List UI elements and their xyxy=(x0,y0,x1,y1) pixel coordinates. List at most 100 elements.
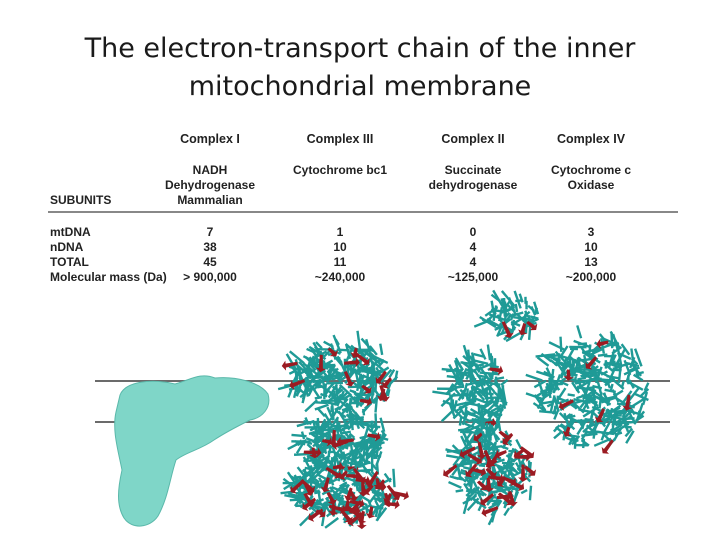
alpha-helix-mark xyxy=(559,354,580,363)
alpha-helix-mark xyxy=(625,430,635,444)
table-divider xyxy=(48,211,678,213)
alpha-helix-mark xyxy=(607,349,616,368)
alpha-helix-mark xyxy=(473,352,485,358)
alpha-helix-mark xyxy=(300,431,306,440)
alpha-helix-mark xyxy=(328,388,344,402)
beta-sheet-mark xyxy=(331,440,349,451)
beta-sheet-mark xyxy=(596,338,609,349)
alpha-helix-mark xyxy=(588,409,595,429)
alpha-helix-mark xyxy=(487,381,496,386)
alpha-helix-mark xyxy=(310,505,327,510)
alpha-helix-mark xyxy=(461,429,470,445)
alpha-helix-mark xyxy=(369,422,376,433)
title-line-1: The electron-transport chain of the inne… xyxy=(84,33,636,64)
alpha-helix-mark xyxy=(471,479,482,496)
alpha-helix-mark xyxy=(288,350,305,365)
alpha-helix-mark xyxy=(326,447,332,460)
beta-sheet-mark xyxy=(361,384,372,394)
alpha-helix-mark xyxy=(563,412,570,428)
alpha-helix-mark xyxy=(524,310,529,318)
beta-sheet-mark xyxy=(326,492,338,505)
alpha-helix-mark xyxy=(362,377,377,387)
alpha-helix-mark xyxy=(336,348,350,352)
beta-sheet-mark xyxy=(366,470,379,487)
alpha-helix-mark xyxy=(463,428,473,434)
beta-sheet-mark xyxy=(303,493,316,507)
alpha-helix-mark xyxy=(471,358,489,365)
alpha-helix-mark xyxy=(605,378,612,389)
alpha-helix-mark xyxy=(432,390,451,396)
beta-sheet-mark xyxy=(349,490,359,502)
alpha-helix-mark xyxy=(323,413,333,427)
alpha-helix-mark xyxy=(331,373,345,381)
alpha-helix-mark xyxy=(469,418,480,423)
alpha-helix-mark xyxy=(371,439,378,450)
alpha-helix-mark xyxy=(347,360,359,379)
beta-sheet-mark xyxy=(443,464,458,478)
alpha-helix-mark xyxy=(326,422,333,442)
alpha-helix-mark xyxy=(331,416,340,426)
alpha-helix-mark xyxy=(348,393,361,407)
alpha-helix-mark xyxy=(292,382,299,399)
alpha-helix-mark xyxy=(368,372,375,380)
alpha-helix-mark xyxy=(370,452,374,472)
alpha-helix-mark xyxy=(327,424,336,431)
beta-sheet-mark xyxy=(376,479,386,490)
alpha-helix-mark xyxy=(472,396,488,405)
alpha-helix-mark xyxy=(296,466,306,478)
alpha-helix-mark xyxy=(614,431,623,436)
alpha-helix-mark xyxy=(282,481,297,485)
alpha-helix-mark xyxy=(477,361,495,371)
alpha-helix-mark xyxy=(601,396,618,404)
alpha-helix-mark xyxy=(583,351,601,364)
alpha-helix-mark xyxy=(610,377,625,390)
table-cell: 45 xyxy=(203,255,217,269)
alpha-helix-mark xyxy=(465,489,475,495)
alpha-helix-mark xyxy=(613,412,617,426)
alpha-helix-mark xyxy=(344,347,354,364)
beta-sheet-mark xyxy=(518,322,528,336)
row-label: Molecular mass (Da) xyxy=(50,270,167,284)
alpha-helix-mark xyxy=(628,410,640,415)
alpha-helix-mark xyxy=(304,440,313,445)
beta-sheet-mark xyxy=(356,512,367,530)
beta-sheet-mark xyxy=(289,379,305,390)
alpha-helix-mark xyxy=(315,498,327,510)
alpha-helix-mark xyxy=(500,392,507,410)
alpha-helix-mark xyxy=(491,499,499,506)
beta-sheet-mark xyxy=(558,399,574,411)
alpha-helix-mark xyxy=(584,373,597,379)
alpha-helix-mark xyxy=(437,387,457,391)
table-cell: 10 xyxy=(333,240,347,254)
alpha-helix-mark xyxy=(307,386,314,397)
alpha-helix-mark xyxy=(335,426,346,433)
beta-sheet-mark xyxy=(332,461,344,472)
alpha-helix-mark xyxy=(580,346,586,354)
alpha-helix-mark xyxy=(457,389,466,402)
alpha-helix-mark xyxy=(445,448,462,455)
beta-sheet-mark xyxy=(328,429,339,447)
alpha-helix-mark xyxy=(319,463,326,471)
beta-sheet-mark xyxy=(585,355,598,370)
beta-sheet-mark xyxy=(562,426,572,437)
alpha-helix-mark xyxy=(612,392,620,403)
alpha-helix-mark xyxy=(453,476,464,481)
beta-sheet-mark xyxy=(303,447,322,458)
col-header-complex-iv: Complex IV xyxy=(556,132,626,146)
alpha-helix-mark xyxy=(488,500,502,510)
alpha-helix-mark xyxy=(559,336,563,352)
alpha-helix-mark xyxy=(633,410,646,425)
alpha-helix-mark xyxy=(518,293,524,303)
alpha-helix-mark xyxy=(330,403,335,421)
alpha-helix-mark xyxy=(306,347,314,353)
alpha-helix-mark xyxy=(513,290,522,309)
alpha-helix-mark xyxy=(463,473,474,483)
alpha-helix-mark xyxy=(615,348,626,365)
alpha-helix-mark xyxy=(604,354,616,358)
alpha-helix-mark xyxy=(626,379,644,391)
beta-sheet-mark xyxy=(473,432,483,443)
table-cell: 4 xyxy=(469,240,477,254)
beta-sheet-mark xyxy=(387,499,400,510)
alpha-helix-mark xyxy=(454,367,462,387)
alpha-helix-mark xyxy=(294,439,303,447)
